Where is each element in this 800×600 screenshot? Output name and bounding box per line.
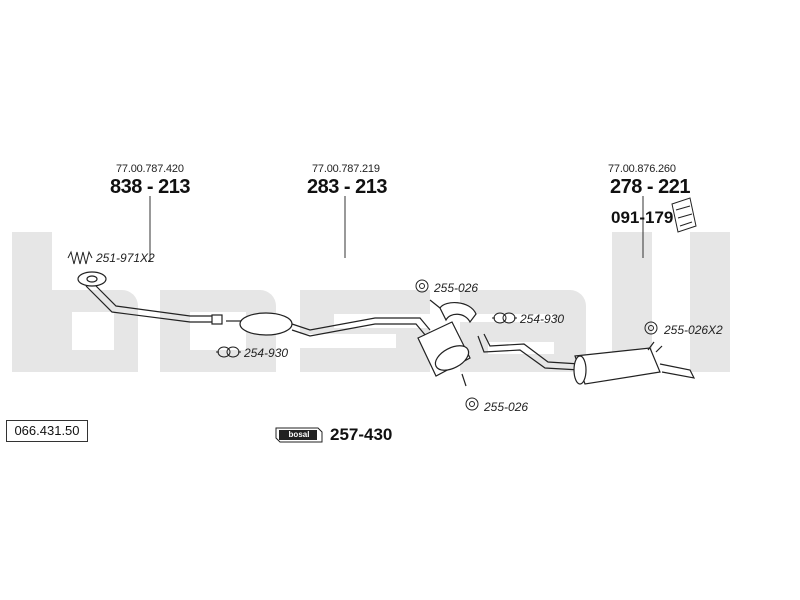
rear-section	[477, 333, 696, 385]
spring-icon	[67, 250, 93, 265]
bracket-icon	[671, 197, 697, 233]
clamp-label-rear: 254-930	[520, 312, 565, 326]
reference-code: 066.431.50	[6, 420, 88, 442]
rubber-label-top: 255-026	[434, 281, 479, 295]
oem-number-front: 77.00.787.420	[116, 163, 184, 175]
mounting-kit-box-icon	[275, 427, 323, 443]
part-number-middle: 283 - 213	[307, 176, 388, 198]
clamp-icon-front	[216, 346, 241, 358]
front-silencer	[417, 299, 477, 387]
rubber-hanger-icon-rear	[644, 321, 658, 335]
oem-number-rear: 77.00.876.260	[608, 163, 676, 175]
middle-pipe	[226, 312, 431, 337]
bracket-part-number: 091-179	[611, 208, 674, 227]
clamp-label-front: 254-930	[244, 346, 289, 360]
part-number-front: 838 - 213	[110, 176, 191, 198]
spring-label: 251-971X2	[96, 251, 155, 265]
rubber-hanger-icon-bottom	[465, 397, 479, 411]
part-number-rear: 278 - 221	[610, 176, 691, 198]
rubber-label-bottom: 255-026	[484, 400, 529, 414]
mounting-kit-logo: bosal	[288, 430, 310, 439]
rubber-hanger-icon-top	[415, 279, 429, 293]
clamp-icon-rear	[492, 312, 517, 324]
front-pipe	[77, 271, 223, 325]
mounting-kit-number: 257-430	[330, 425, 393, 444]
oem-number-middle: 77.00.787.219	[312, 163, 380, 175]
rubber-label-rear: 255-026X2	[664, 323, 723, 337]
